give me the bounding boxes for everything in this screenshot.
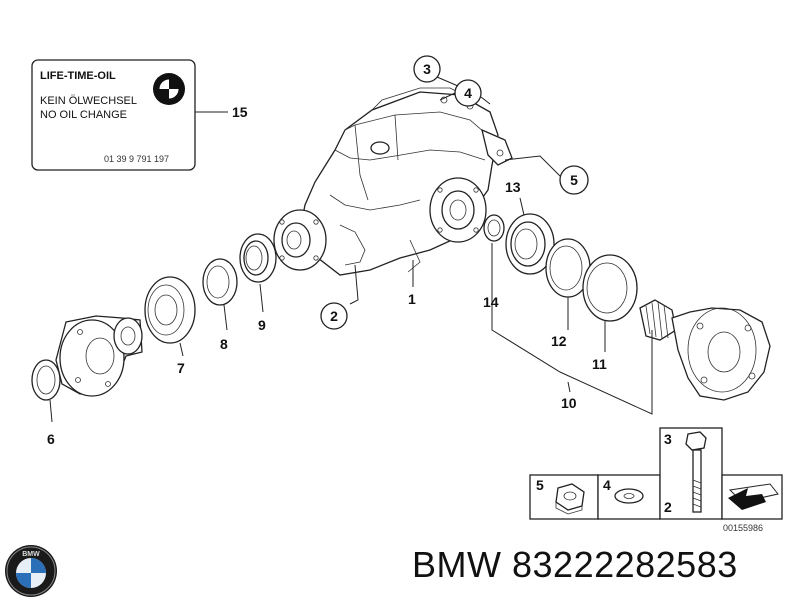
logo-text: BMW xyxy=(22,551,40,558)
part-7-shim xyxy=(144,276,196,344)
footer-part-title: BMW 83222282583 xyxy=(412,544,738,586)
key-label-2: 2 xyxy=(664,499,672,515)
brand-name: BMW xyxy=(412,544,502,585)
output-flange-right xyxy=(639,299,771,401)
bmw-roundel-icon xyxy=(153,73,185,105)
hex-bolt-icon xyxy=(685,431,707,513)
callout-5-circle xyxy=(559,165,589,195)
callout-14: 14 xyxy=(483,294,499,310)
callout-3-circle xyxy=(413,55,441,83)
callout-10: 10 xyxy=(561,395,577,411)
callout-4: 4 xyxy=(464,85,472,101)
bmw-logo-icon: BMW xyxy=(5,545,57,597)
callout-15: 15 xyxy=(232,104,248,120)
output-flange-left xyxy=(55,315,143,397)
key-label-5: 5 xyxy=(536,477,544,493)
part-11-shim xyxy=(582,254,638,322)
oil-label-line1: KEIN ÖLWECHSEL xyxy=(40,95,137,107)
callout-11: 11 xyxy=(592,356,607,372)
oil-label-sticker: LIFE-TIME-OIL KEIN ÖLWECHSEL NO OIL CHAN… xyxy=(31,59,196,171)
part-13-seal xyxy=(505,213,555,275)
callout-8: 8 xyxy=(220,336,228,352)
callout-9: 9 xyxy=(258,317,266,333)
oil-label-title: LIFE-TIME-OIL xyxy=(40,70,116,82)
key-label-3: 3 xyxy=(664,431,672,447)
callout-1: 1 xyxy=(408,291,416,307)
callout-13: 13 xyxy=(505,179,521,195)
callout-6: 6 xyxy=(47,431,55,447)
oil-label-code: 01 39 9 791 197 xyxy=(104,154,169,164)
diagram-number: 00155986 xyxy=(723,523,763,533)
washer-icon xyxy=(614,488,644,504)
callout-5: 5 xyxy=(570,172,578,188)
oil-label-line2: NO OIL CHANGE xyxy=(40,109,127,121)
arrow-symbol-icon xyxy=(728,483,779,510)
part-14-small-seal xyxy=(483,214,505,242)
callout-7: 7 xyxy=(177,360,185,376)
differential-housing xyxy=(273,87,513,276)
key-label-4: 4 xyxy=(603,477,611,493)
callout-3: 3 xyxy=(423,61,431,77)
part-9-shaft-seal xyxy=(239,233,277,283)
callout-2: 2 xyxy=(330,308,338,324)
callout-2-circle xyxy=(320,302,348,330)
part-6-seal xyxy=(31,359,61,401)
callout-12: 12 xyxy=(551,333,567,349)
hex-nut-icon xyxy=(555,483,585,515)
hardware-key: 5 4 3 2 00155986 xyxy=(529,427,783,533)
part-8-spacer-ring xyxy=(202,258,238,306)
part-number: 83222282583 xyxy=(512,544,738,585)
